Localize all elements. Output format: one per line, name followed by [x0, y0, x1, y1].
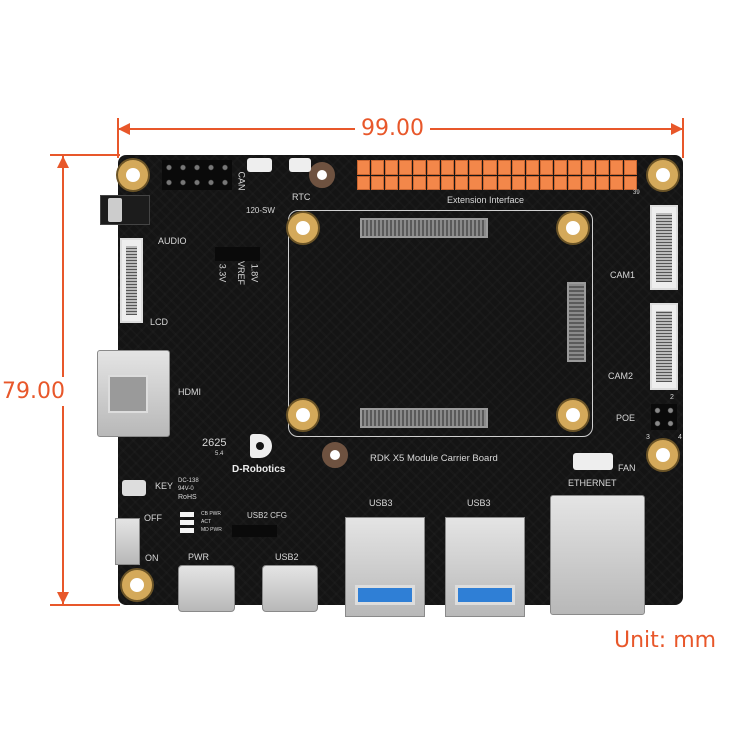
extension-label: Extension Interface — [447, 195, 525, 205]
cam1-label: CAM1 — [610, 270, 636, 280]
module-connector-top — [360, 218, 488, 238]
mount-hole — [288, 400, 318, 430]
module-connector-right — [567, 282, 586, 362]
mount-hole — [648, 160, 678, 190]
can-header — [162, 160, 232, 190]
usb2-usb-c-port — [262, 565, 318, 612]
led-cb-pwr — [180, 512, 194, 517]
unit-label: Unit: mm — [614, 628, 717, 653]
version-sub-label: 5.4 — [215, 451, 224, 457]
can-connector — [247, 158, 272, 172]
key-button[interactable] — [122, 480, 146, 496]
mount-hole — [322, 442, 348, 468]
mount-hole — [309, 162, 335, 188]
led-md-pwr — [180, 528, 194, 533]
usb3-label: USB3 — [369, 498, 393, 508]
can-label: CAN — [236, 171, 247, 191]
hdmi-label: HDMI — [178, 387, 201, 397]
on-label: ON — [145, 553, 159, 563]
vref-jumper — [215, 247, 260, 261]
cam1-connector — [650, 205, 678, 290]
rohs-label: RoHS — [178, 494, 197, 501]
height-ext-top — [50, 154, 120, 156]
poe-pin-2-label: 2 — [670, 394, 674, 401]
vref-label: VREF — [236, 260, 247, 286]
logo-inner — [256, 442, 264, 450]
usb2-label: USB2 — [275, 552, 299, 562]
3v3-label: 3.3V — [217, 263, 228, 283]
width-label: 99.00 — [355, 116, 430, 141]
cert-label: 94V-0 — [178, 486, 194, 492]
act-label: ACT — [201, 519, 211, 525]
arrow-down-icon — [57, 592, 69, 604]
mount-hole — [558, 400, 588, 430]
height-ext-bottom — [50, 604, 120, 606]
power-switch[interactable] — [115, 518, 140, 565]
usb2-cfg-jumper — [232, 525, 277, 537]
board-title: RDK X5 Module Carrier Board — [370, 453, 498, 464]
pin-39-label: 39 — [633, 190, 640, 196]
version-label: 2625 — [202, 437, 227, 449]
usb3-tongue — [355, 585, 415, 605]
usb2-cfg-label: USB2 CFG — [247, 511, 288, 520]
arrow-right-icon — [671, 123, 683, 135]
usb3-tongue — [455, 585, 515, 605]
key-label: KEY — [155, 481, 174, 491]
pwr-usb-c-port — [178, 565, 235, 612]
arrow-up-icon — [57, 156, 69, 168]
rtc-connector — [289, 158, 311, 172]
module-outline — [288, 210, 593, 437]
poe-label: POE — [616, 413, 636, 423]
fan-connector — [573, 453, 613, 470]
off-label: OFF — [144, 513, 162, 523]
mount-hole — [558, 213, 588, 243]
mount-hole — [122, 570, 152, 600]
led-act — [180, 520, 194, 525]
audio-jack-tip — [108, 198, 122, 222]
mount-hole — [118, 160, 148, 190]
1v8-label: 1.8V — [249, 263, 260, 283]
poe-pin-3-label: 3 — [646, 434, 650, 441]
cam2-label: CAM2 — [608, 371, 634, 381]
mount-hole — [288, 213, 318, 243]
lcd-connector — [120, 238, 143, 323]
height-label: 79.00 — [2, 377, 65, 406]
arrow-left-icon — [118, 123, 130, 135]
ethernet-label: ETHERNET — [568, 478, 617, 488]
120-sw-label: 120-SW — [246, 206, 275, 215]
md-pwr-label: MD PWR — [201, 527, 222, 533]
extension-header — [357, 160, 637, 190]
brand-label: D-Robotics — [232, 464, 286, 475]
pwr-label: PWR — [188, 552, 209, 562]
cb-pwr-label: CB PWR — [201, 511, 221, 517]
rtc-label: RTC — [292, 192, 311, 202]
module-connector-bottom — [360, 408, 488, 428]
audio-label: AUDIO — [158, 236, 187, 246]
fan-label: FAN — [618, 463, 636, 473]
poe-header — [651, 404, 677, 430]
width-ext-left — [117, 118, 119, 158]
mount-hole — [648, 440, 678, 470]
usb3-label: USB3 — [467, 498, 491, 508]
width-ext-right — [682, 118, 684, 158]
ethernet-port — [550, 495, 645, 615]
lcd-label: LCD — [150, 317, 169, 327]
poe-pin-4-label: 4 — [678, 434, 682, 441]
hdmi-opening — [108, 375, 148, 413]
cam2-connector — [650, 303, 678, 390]
cert-label: DC-138 — [178, 478, 199, 484]
